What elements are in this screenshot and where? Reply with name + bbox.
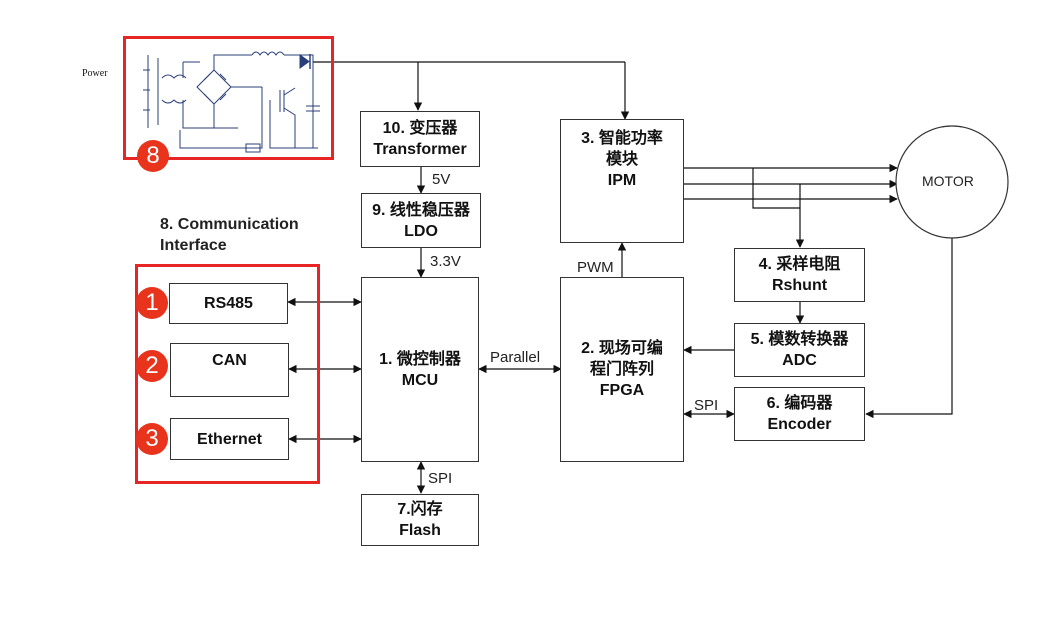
ipm-block: 3. 智能功率 模块 IPM [560,119,684,243]
ipm-label-cn-2: 模块 [605,151,638,168]
communication-title-line2: Interface [160,237,227,254]
mcu-label-en: MCU [401,371,439,389]
rshunt-tap-1 [752,168,800,209]
motor-circle [895,125,1009,239]
ipm-label-cn-1: 3. 智能功率 [581,130,663,147]
encoder-block: 6. 编码器 Encoder [734,387,865,441]
transformer-block: 10. 变压器 Transformer [360,111,480,167]
fpga-label-cn-2: 程门阵列 [589,361,654,378]
ldo-label-en: LDO [404,222,438,240]
power-schematic [143,51,320,153]
spi-flash-label: SPI [428,470,453,487]
rshunt-block: 4. 采样电阻 Rshunt [734,248,865,302]
flash-label-en: Flash [399,522,441,539]
ldo-label-cn: 9. 线性稳压器 [372,201,470,219]
voltage-5v-label: 5V [432,171,451,188]
adc-label-cn: 5. 模数转换器 [750,331,849,348]
fpga-block: 2. 现场可编 程门阵列 FPGA [560,277,684,462]
power-highlight-frame [123,36,334,160]
pwm-label: PWM [577,259,614,276]
fpga-label-en: FPGA [599,382,645,399]
power-badge: 8 [137,140,169,172]
voltage-3v3-label: 3.3V [430,253,461,270]
parallel-label: Parallel [490,349,541,366]
ipm-label-en: IPM [607,172,637,189]
motor-to-encoder-arrow [865,232,953,419]
transformer-label-cn: 10. 变压器 [382,120,458,137]
encoder-label-en: Encoder [767,416,832,433]
ethernet-badge: 3 [136,423,168,455]
encoder-label-cn: 6. 编码器 [766,395,833,412]
adc-block: 5. 模数转换器 ADC [734,323,865,377]
rs485-label: RS485 [204,295,253,312]
flash-block: 7.闪存 Flash [361,494,479,546]
ldo-block: 9. 线性稳压器 LDO [361,193,481,248]
can-badge: 2 [136,350,168,382]
transformer-label-en: Transformer [373,141,467,158]
rshunt-label-cn: 4. 采样电阻 [758,256,841,273]
flash-label-cn: 7.闪存 [397,501,443,518]
adc-label-en: ADC [782,352,817,369]
mcu-label-cn: 1. 微控制器 [379,350,461,368]
power-label: Power [82,68,108,79]
rs485-block: RS485 [169,283,288,324]
ethernet-block: Ethernet [170,418,289,460]
mcu-block: 1. 微控制器 MCU [361,277,479,462]
can-block: CAN [170,343,289,397]
ethernet-label: Ethernet [197,430,262,448]
rshunt-label-en: Rshunt [771,277,828,294]
communication-title-line1: 8. Communication [160,216,299,233]
can-label: CAN [212,352,247,369]
motor-label: MOTOR [922,173,974,189]
power-diode [299,54,310,69]
rs485-badge: 1 [136,287,168,319]
spi-encoder-label: SPI [694,397,719,414]
fpga-label-cn-1: 2. 现场可编 [581,340,663,357]
communication-highlight-frame [135,264,320,484]
